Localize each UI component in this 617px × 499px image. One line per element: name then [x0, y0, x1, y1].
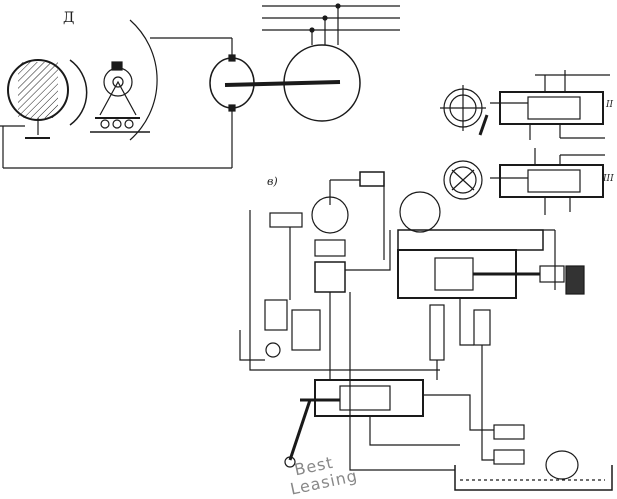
position-ii-label: II	[606, 100, 614, 110]
panel-b-hydraulic-system	[239, 171, 613, 491]
valve-position-ii	[440, 70, 610, 140]
panel-b-label: в)	[267, 175, 278, 188]
position-iii-label: III	[603, 174, 614, 184]
top-left-mark: Д	[63, 10, 75, 26]
valve-position-iii	[443, 148, 605, 215]
panel-a-grinding-scheme	[0, 3, 400, 169]
